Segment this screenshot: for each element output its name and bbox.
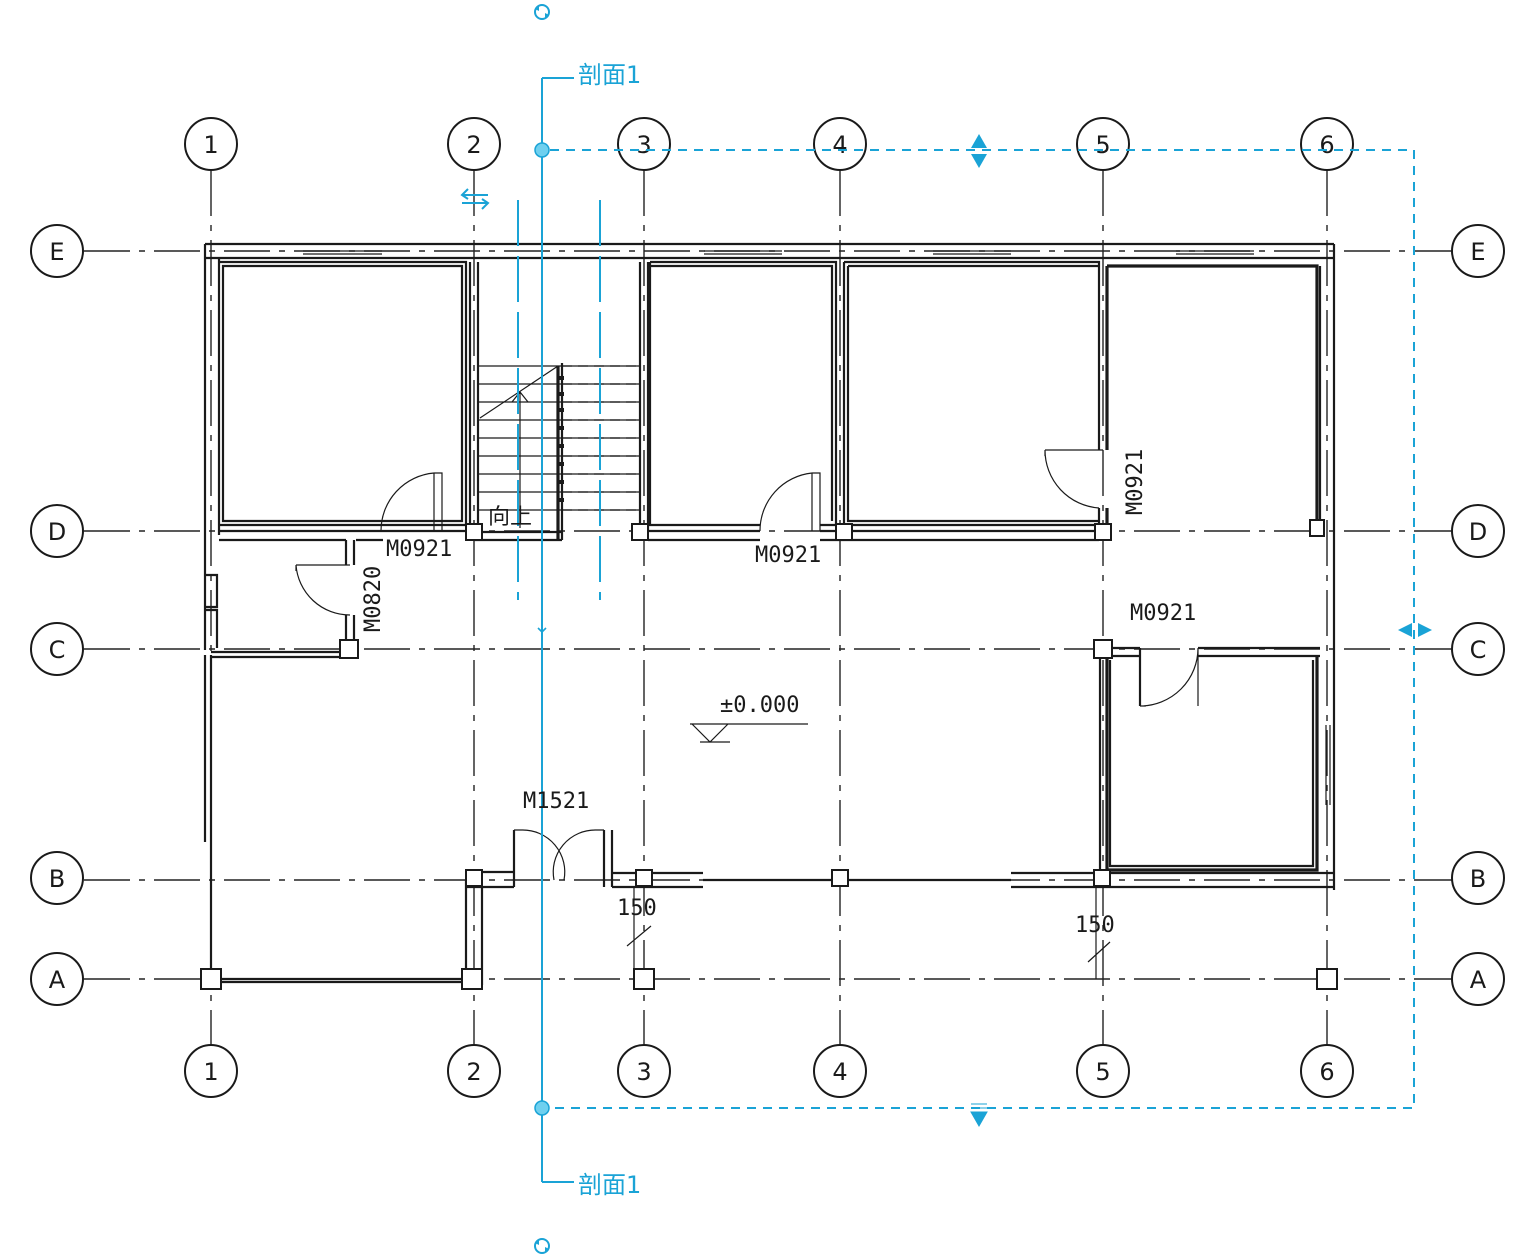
grid-bubble-top-4[interactable]: 4 xyxy=(813,117,867,171)
grid-label: 5 xyxy=(1095,131,1110,159)
grid-label: C xyxy=(49,636,66,664)
dimension-label: 150 xyxy=(617,896,657,921)
grid-bubble-left-E[interactable]: E xyxy=(30,224,84,278)
grid-bubbles: 1 2 3 4 5 6 1 2 3 4 5 6 E D C B A E D C … xyxy=(30,117,1505,1098)
grid-label: 6 xyxy=(1319,1058,1334,1086)
resize-arrows-icon[interactable] xyxy=(1398,623,1432,637)
door-tag: M0921 xyxy=(755,543,821,568)
grid-label: E xyxy=(49,238,64,266)
dimension-label: 150 xyxy=(1075,913,1115,938)
grid-label: 1 xyxy=(203,131,218,159)
grid-bubble-left-A[interactable]: A xyxy=(30,952,84,1006)
door-tag: M0820 xyxy=(361,566,386,632)
window xyxy=(933,250,1011,255)
grid-bubble-right-D[interactable]: D xyxy=(1451,504,1505,558)
rotate-icon[interactable] xyxy=(534,4,550,20)
grid-axes xyxy=(84,170,1452,1045)
stair-label: 向上 xyxy=(488,505,532,530)
section-label-bottom: 剖面1 xyxy=(578,1171,641,1199)
grid-label: 2 xyxy=(466,1058,481,1086)
door-tag-entrance: M1521 xyxy=(523,789,589,814)
grid-label: A xyxy=(49,966,66,994)
resize-arrows-icon[interactable] xyxy=(971,134,987,168)
dimension-marks xyxy=(626,887,1111,979)
grid-bubble-left-B[interactable]: B xyxy=(30,851,84,905)
grid-label: 4 xyxy=(832,1058,847,1086)
grid-bubble-bottom-4[interactable]: 4 xyxy=(813,1044,867,1098)
grid-label: E xyxy=(1470,238,1485,266)
flip-arrows-icon[interactable] xyxy=(460,188,490,210)
doors xyxy=(295,449,1199,881)
resize-arrows-icon[interactable] xyxy=(970,1103,988,1128)
section-endpoint-bottom[interactable] xyxy=(534,1100,550,1116)
door-swing xyxy=(759,472,821,532)
grid-bubble-bottom-6[interactable]: 6 xyxy=(1300,1044,1354,1098)
door-swing xyxy=(1139,647,1199,707)
door-tag: M0921 xyxy=(1123,449,1148,515)
grid-label: 6 xyxy=(1319,131,1334,159)
grid-label: 1 xyxy=(203,1058,218,1086)
walls xyxy=(203,242,1336,985)
grid-label: 2 xyxy=(466,131,481,159)
door-swing xyxy=(514,829,604,881)
door-swing xyxy=(295,564,351,616)
grid-bubble-left-C[interactable]: C xyxy=(30,622,84,676)
section-label-top: 剖面1 xyxy=(578,61,641,89)
door-tag: M0921 xyxy=(1130,601,1196,626)
structural-columns xyxy=(200,519,1338,990)
grid-label: 5 xyxy=(1095,1058,1110,1086)
window xyxy=(1176,250,1254,255)
window xyxy=(303,250,382,255)
grid-bubble-top-6[interactable]: 6 xyxy=(1300,117,1354,171)
grid-label: A xyxy=(1470,966,1487,994)
grid-label: 3 xyxy=(636,1058,651,1086)
section-endpoint-top[interactable] xyxy=(534,142,550,158)
grid-bubble-bottom-2[interactable]: 2 xyxy=(447,1044,501,1098)
grid-label: B xyxy=(1470,865,1486,893)
grid-bubble-right-C[interactable]: C xyxy=(1451,622,1505,676)
grid-label: 4 xyxy=(832,131,847,159)
rotate-icon[interactable] xyxy=(534,1238,550,1254)
grid-bubble-bottom-5[interactable]: 5 xyxy=(1076,1044,1130,1098)
grid-bubble-right-A[interactable]: A xyxy=(1451,952,1505,1006)
grid-bubble-top-5[interactable]: 5 xyxy=(1076,117,1130,171)
grid-label: 3 xyxy=(636,131,651,159)
window xyxy=(704,250,782,255)
grid-label: D xyxy=(1469,518,1487,546)
grid-bubble-top-3[interactable]: 3 xyxy=(617,117,671,171)
grid-bubble-top-2[interactable]: 2 xyxy=(447,117,501,171)
grid-label: C xyxy=(1470,636,1487,664)
grid-bubble-right-E[interactable]: E xyxy=(1451,224,1505,278)
grid-label: B xyxy=(49,865,65,893)
door-swing xyxy=(380,472,435,532)
grid-bubble-right-B[interactable]: B xyxy=(1451,851,1505,905)
section-line xyxy=(517,77,1415,1183)
grid-bubble-top-1[interactable]: 1 xyxy=(184,117,238,171)
grid-bubble-bottom-3[interactable]: 3 xyxy=(617,1044,671,1098)
grid-label: D xyxy=(48,518,66,546)
door-tag: M0921 xyxy=(386,537,452,562)
grid-bubble-bottom-1[interactable]: 1 xyxy=(184,1044,238,1098)
elevation-label: ±0.000 xyxy=(720,693,799,718)
elevation-marker xyxy=(690,723,808,743)
door-swing xyxy=(1044,449,1103,509)
grid-bubble-left-D[interactable]: D xyxy=(30,504,84,558)
